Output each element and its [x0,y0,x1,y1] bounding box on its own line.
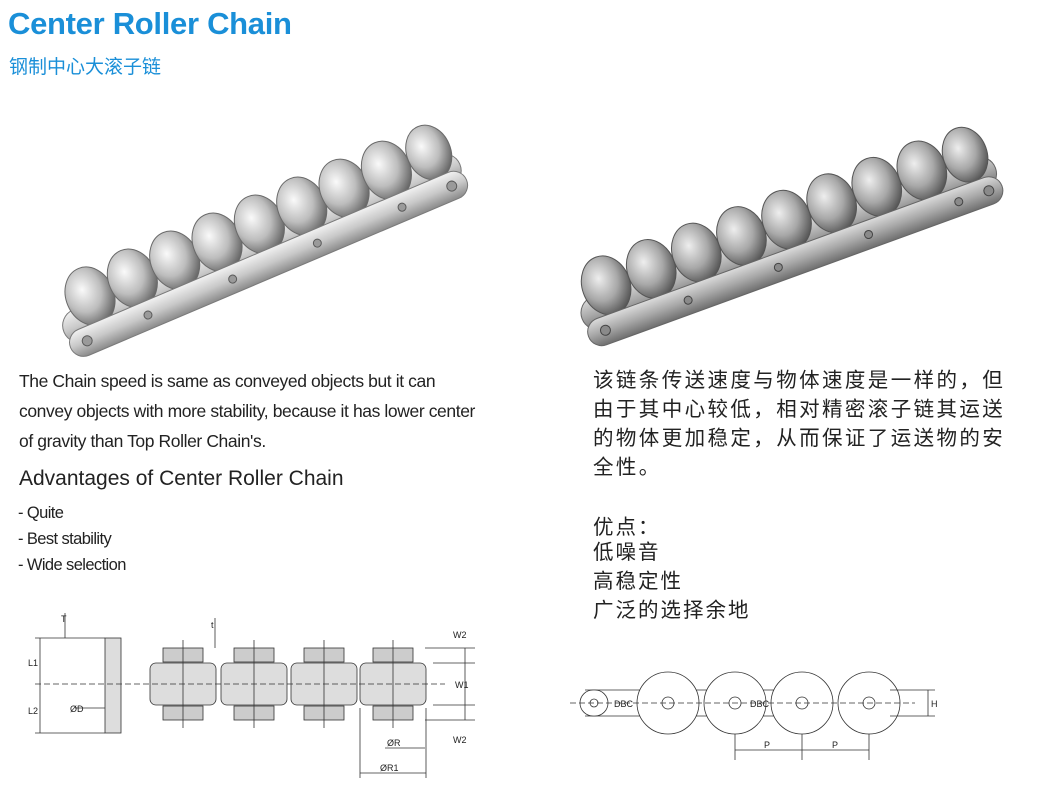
dim-label-L2: L2 [28,706,38,716]
list-item: 低噪音 [593,540,661,564]
chain-photo-right [580,126,1004,347]
description-english: The Chain speed is same as conveyed obje… [19,371,475,451]
description-chinese: 该链条传送速度与物体速度是一样的，但由于其中心较低，相对精密滚子链其运送的物体更… [593,368,1006,479]
list-item: - Wide selection [18,556,126,574]
dim-label-t: t [211,620,214,630]
list-item: 广泛的选择余地 [593,598,751,622]
dim-label-W1: W1 [455,680,469,690]
advantages-list-english: - Quite - Best stability - Wide selectio… [18,500,126,578]
dim-label-T: T [61,614,67,624]
chain-photo-left [62,124,469,357]
dim-label-DBC-right: DBC [750,699,770,709]
list-item: - Best stability [18,530,112,548]
side-view-drawing: T t W2 L1 L2 W1 ØD W2 ØR ØR1 [28,613,475,778]
dim-label-W2-top: W2 [453,630,467,640]
list-item: 高稳定性 [593,569,683,593]
advantages-heading-chinese: 优点： [593,515,661,539]
dim-label-P-right: P [832,740,838,750]
list-item: - Quite [18,504,64,522]
page-subtitle: 钢制中心大滚子链 [9,56,162,78]
dim-label-P-left: P [764,740,770,750]
dim-label-H: H [931,699,938,709]
advantages-list-chinese: 低噪音 高稳定性 广泛的选择余地 [593,538,751,625]
dim-label-OR1: ØR1 [380,763,399,773]
dim-label-DBC-left: DBC [614,699,634,709]
dim-label-W2-bottom: W2 [453,735,467,745]
dim-label-L1: L1 [28,658,38,668]
dim-label-OR: ØR [387,738,401,748]
page-title: Center Roller Chain [8,6,292,41]
advantages-heading-english: Advantages of Center Roller Chain [19,467,344,490]
top-view-drawing: DBC DBC H P P [570,671,938,760]
dim-label-OD: ØD [70,704,84,714]
